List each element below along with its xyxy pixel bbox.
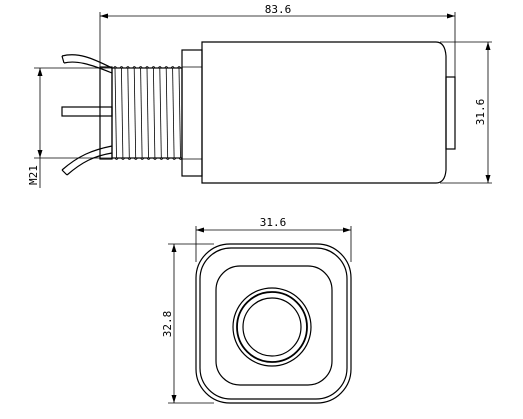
length-label: 83.6 xyxy=(265,3,292,16)
back-plate xyxy=(99,66,113,160)
front-height-label: 32.8 xyxy=(161,311,174,338)
front-outer-outline xyxy=(195,243,352,404)
front-inner-ring xyxy=(242,297,302,357)
sensor-body xyxy=(201,41,447,184)
dimension-front-height: 32.8 xyxy=(161,243,214,404)
side-view: 83.6 31.6 M21 xyxy=(27,3,492,188)
dimension-side-height: 31.6 xyxy=(440,41,492,184)
front-outer-ring xyxy=(232,287,312,367)
wires xyxy=(61,54,113,176)
dimension-thread: M21 xyxy=(27,67,112,188)
front-view: 31.6 32.8 xyxy=(161,216,352,404)
end-cap xyxy=(445,76,456,150)
thread-label: M21 xyxy=(27,165,40,185)
hex-nut xyxy=(181,49,203,177)
dimension-front-width: 31.6 xyxy=(195,216,352,262)
dimension-length: 83.6 xyxy=(99,3,456,77)
front-middle-ring xyxy=(236,291,308,363)
side-height-label: 31.6 xyxy=(474,99,487,126)
front-middle-outline xyxy=(199,247,348,400)
front-width-label: 31.6 xyxy=(260,216,287,229)
threaded-part xyxy=(111,66,183,160)
front-inner-outline xyxy=(215,265,333,386)
